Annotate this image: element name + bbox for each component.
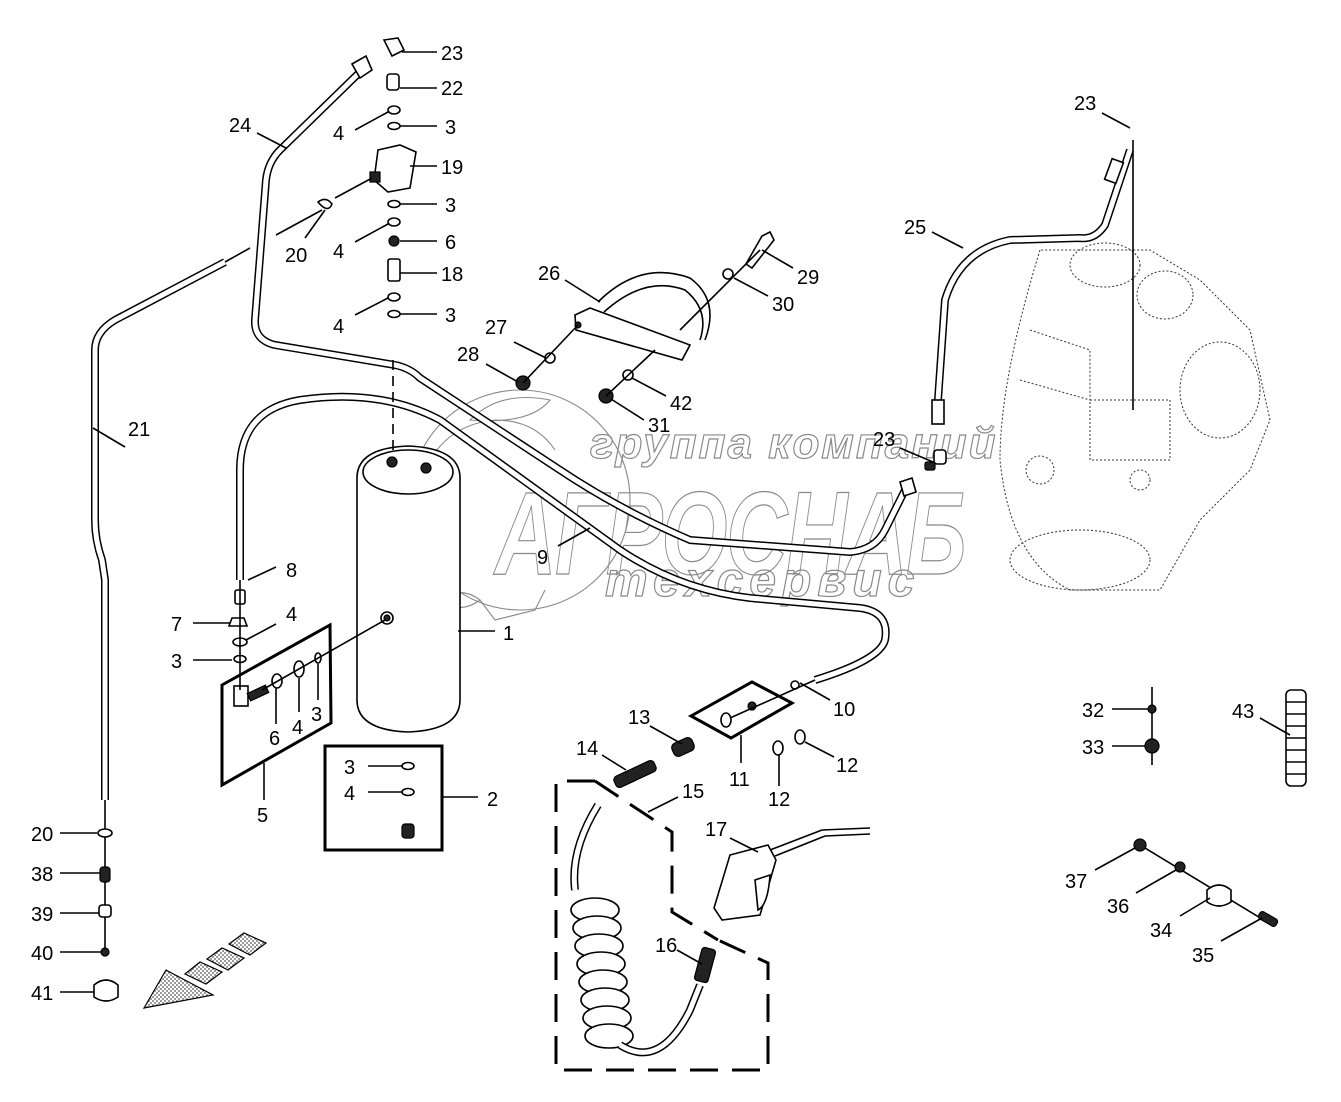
callout-7: 7 [171, 614, 182, 636]
air-reservoir-tank [356, 445, 461, 733]
callout-4: 4 [333, 123, 344, 145]
callout-5: 5 [257, 805, 268, 827]
callout-4: 4 [286, 604, 297, 626]
callout-24: 24 [229, 115, 251, 137]
callout-23: 23 [873, 429, 895, 451]
callout-29: 29 [797, 267, 819, 289]
callout-3: 3 [311, 704, 322, 726]
callout-34: 34 [1150, 920, 1172, 942]
callout-3: 3 [445, 195, 456, 217]
spiral-sleeve-43 [1285, 689, 1307, 787]
callout-30: 30 [772, 294, 794, 316]
callout-41: 41 [31, 983, 53, 1005]
callout-2: 2 [487, 789, 498, 811]
callout-17: 17 [705, 819, 727, 841]
kit-5 [220, 580, 386, 788]
callout-3: 3 [344, 757, 355, 779]
callout-32: 32 [1082, 700, 1104, 722]
callout-3: 3 [445, 117, 456, 139]
callout-38: 38 [31, 864, 53, 886]
fitting-23-elbow [924, 449, 947, 471]
callout-27: 27 [485, 317, 507, 339]
callout-23: 23 [1074, 93, 1096, 115]
callout-16: 16 [655, 935, 677, 957]
callout-26: 26 [538, 263, 560, 285]
callout-12: 12 [768, 789, 790, 811]
valve-stack [316, 37, 417, 319]
callout-20: 20 [285, 245, 307, 267]
callout-35: 35 [1192, 945, 1214, 967]
callout-1: 1 [503, 623, 514, 645]
callout-9: 9 [537, 547, 548, 569]
callout-12: 12 [836, 755, 858, 777]
pipe-24 [250, 54, 917, 557]
callout-40: 40 [31, 943, 53, 965]
pipe-21 [91, 247, 251, 800]
fitting-stack-left [93, 800, 119, 1002]
callout-15: 15 [682, 781, 704, 803]
callout-33: 33 [1082, 737, 1104, 759]
clamp-bracket [515, 230, 775, 404]
callout-43: 43 [1232, 701, 1254, 723]
callout-4: 4 [344, 783, 355, 805]
fitting-32-33 [1144, 687, 1160, 765]
pipe-9 [236, 392, 890, 684]
callout-25: 25 [904, 217, 926, 239]
pipe-25 [931, 148, 1134, 425]
callout-4: 4 [333, 241, 344, 263]
callout-3: 3 [445, 305, 456, 327]
callout-28: 28 [457, 344, 479, 366]
callout-6: 6 [445, 232, 456, 254]
kit-11 [613, 679, 816, 789]
callout-10: 10 [833, 699, 855, 721]
callout-31: 31 [648, 415, 670, 437]
callout-20: 20 [31, 824, 53, 846]
callout-11: 11 [729, 769, 750, 791]
callouts: 23 22 4 3 19 24 20 3 4 6 18 4 3 21 26 29 [31, 43, 1291, 1005]
blow-gun [713, 827, 871, 921]
callout-3: 3 [171, 651, 182, 673]
callout-36: 36 [1107, 896, 1129, 918]
callout-13: 13 [628, 707, 650, 729]
coiled-hose [570, 897, 634, 1049]
callout-14: 14 [576, 738, 598, 760]
hose-kit-15 [554, 779, 770, 1072]
callout-23: 23 [441, 43, 463, 65]
engine-block [999, 242, 1271, 591]
callout-21: 21 [128, 419, 150, 441]
callout-6: 6 [269, 728, 280, 750]
callout-4: 4 [333, 316, 344, 338]
callout-4: 4 [292, 717, 303, 739]
clamp-assembly-34 [1133, 838, 1279, 927]
callout-37: 37 [1065, 871, 1087, 893]
direction-arrow-icon [142, 932, 268, 1009]
callout-22: 22 [441, 78, 463, 100]
watermark-line-2: АГРОСНАБ [493, 468, 965, 600]
callout-8: 8 [286, 560, 297, 582]
callout-19: 19 [441, 157, 463, 179]
kit-2 [323, 744, 444, 852]
callout-42: 42 [670, 393, 692, 415]
callout-18: 18 [441, 264, 463, 286]
callout-39: 39 [31, 904, 53, 926]
